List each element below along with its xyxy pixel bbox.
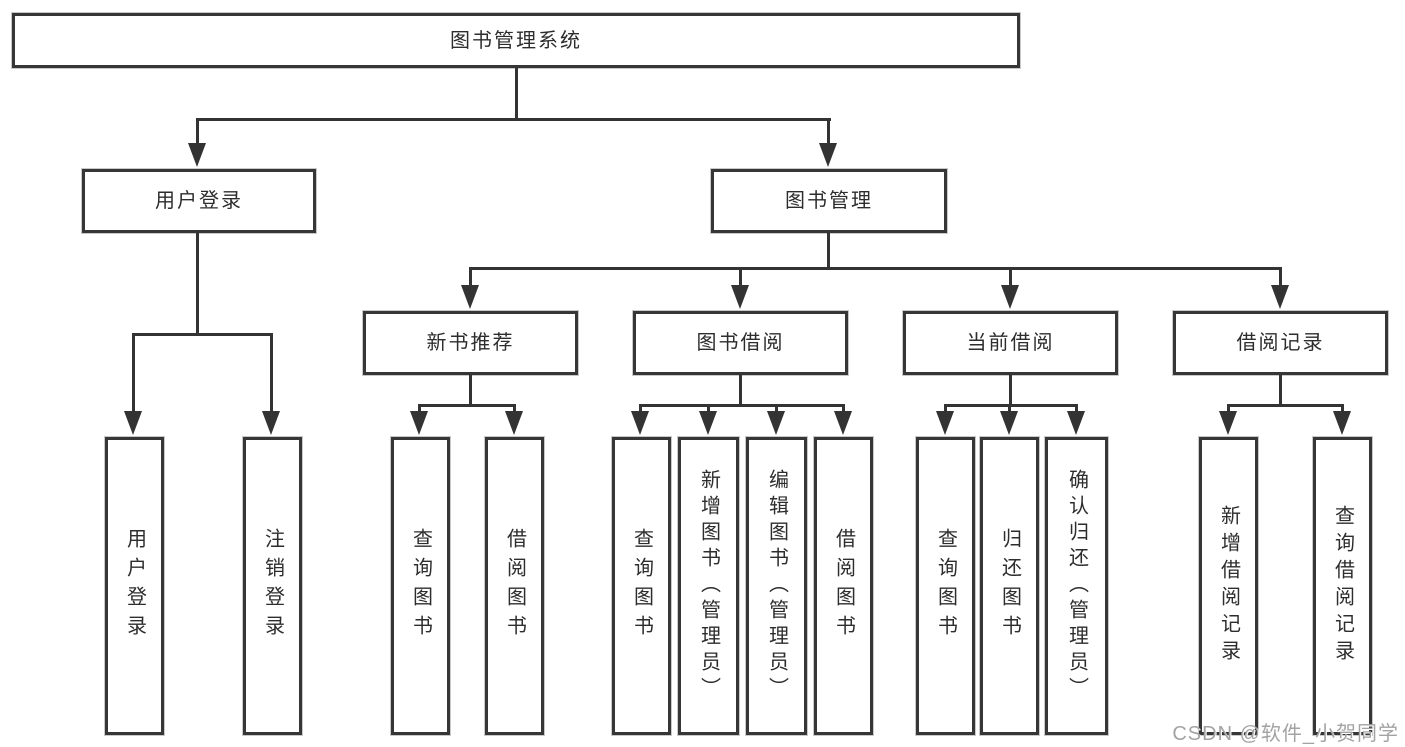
leaf-bb-borrow-book: 借阅图书 [814,437,873,735]
arrow-down-icon [1219,411,1237,435]
connector-drop-user-login [196,118,199,148]
connector-drop-login [132,333,135,413]
connector-drop [775,404,778,413]
csdn-watermark: CSDN @软件_小贺同学 [1172,723,1399,745]
leaf-bb-edit-book-admin-label: 编辑图书（管理员） [765,469,788,703]
leaf-bb-add-book-admin: 新增图书（管理员） [678,437,739,735]
connector-drop-logout [270,333,273,413]
arrow-down-icon [631,411,649,435]
leaf-rec-query-book: 查询图书 [391,437,450,735]
connector-drop-current-borrow [1009,267,1012,287]
connector-drop [944,404,947,413]
leaf-rec-borrow-book-label: 借阅图书 [503,528,526,644]
node-user-login-label: 用户登录 [155,190,243,212]
leaf-bb-add-book-admin-label: 新增图书（管理员） [697,469,720,703]
leaf-cb-return-book: 归还图书 [980,437,1039,735]
node-borrow-records: 借阅记录 [1173,311,1388,375]
arrow-down-icon [834,411,852,435]
connector-bb-crossbar [639,404,845,407]
leaf-cb-return-book-label: 归还图书 [998,528,1021,644]
connector-rec-crossbar [418,404,516,407]
leaf-logout-label: 注销登录 [261,528,284,644]
arrow-down-icon [731,285,749,309]
leaf-user-login-label: 用户登录 [123,528,146,644]
leaf-rec-borrow-book: 借阅图书 [485,437,544,735]
leaf-rec-query-book-label: 查询图书 [409,528,432,644]
connector-drop [418,404,421,413]
leaf-bb-borrow-book-label: 借阅图书 [832,528,855,644]
connector-book-mgmt-crossbar [469,267,1282,270]
connector-rec-stem [469,375,472,404]
connector-bb-stem [739,375,742,404]
node-current-borrowing-label: 当前借阅 [966,332,1055,354]
leaf-cb-confirm-return-admin: 确认归还（管理员） [1045,437,1108,735]
leaf-cb-query-book: 查询图书 [916,437,975,735]
connector-br-crossbar [1227,404,1343,407]
connector-user-login-crossbar [132,333,272,336]
leaf-br-add-record: 新增借阅记录 [1199,437,1258,735]
connector-book-mgmt-stem [827,233,830,267]
arrow-down-icon [767,411,785,435]
connector-drop [707,404,710,413]
connector-drop [842,404,845,413]
node-root-label: 图书管理系统 [450,29,582,52]
leaf-cb-confirm-return-admin-label: 确认归还（管理员） [1065,469,1088,703]
leaf-br-query-record: 查询借阅记录 [1313,437,1372,735]
arrow-down-icon [505,411,523,435]
leaf-logout: 注销登录 [243,437,302,735]
connector-root-crossbar [197,118,831,121]
arrow-down-icon [699,411,717,435]
arrow-down-icon [1000,411,1018,435]
leaf-bb-query-book: 查询图书 [612,437,671,735]
node-book-management-label: 图书管理 [785,190,873,212]
arrow-down-icon [262,411,280,435]
connector-cb-crossbar [944,404,1078,407]
leaf-br-query-record-label: 查询借阅记录 [1331,505,1354,667]
connector-drop [1227,404,1230,413]
node-new-book-recommend-label: 新书推荐 [426,332,515,354]
connector-drop [1008,404,1011,413]
node-borrow-records-label: 借阅记录 [1236,332,1325,354]
arrow-down-icon [410,411,428,435]
connector-drop [513,404,516,413]
connector-drop-book-mgmt [827,118,830,148]
connector-drop [1341,404,1344,413]
leaf-bb-edit-book-admin: 编辑图书（管理员） [746,437,807,735]
node-new-book-recommend: 新书推荐 [363,311,578,375]
connector-drop-book-borrow [739,267,742,287]
connector-user-login-stem [196,233,199,333]
leaf-cb-query-book-label: 查询图书 [934,528,957,644]
arrow-down-icon [1333,411,1351,435]
leaf-br-add-record-label: 新增借阅记录 [1217,505,1240,667]
arrow-down-icon [188,143,206,167]
node-book-borrowing-label: 图书借阅 [696,332,785,354]
node-book-borrowing: 图书借阅 [633,311,848,375]
arrow-down-icon [1067,411,1085,435]
arrow-down-icon [1271,285,1289,309]
leaf-user-login: 用户登录 [105,437,164,735]
connector-cb-stem [1009,375,1012,404]
connector-drop [639,404,642,413]
connector-br-stem [1279,375,1282,404]
connector-root-stem [515,68,518,118]
arrow-down-icon [819,143,837,167]
arrow-down-icon [461,285,479,309]
arrow-down-icon [1001,285,1019,309]
connector-drop-borrow-records [1279,267,1282,287]
connector-drop [1075,404,1078,413]
leaf-bb-query-book-label: 查询图书 [630,528,653,644]
node-book-management-branch: 图书管理 [711,169,947,233]
node-current-borrowing: 当前借阅 [903,311,1118,375]
arrow-down-icon [936,411,954,435]
node-user-login-branch: 用户登录 [82,169,316,233]
node-root-library-system: 图书管理系统 [12,13,1020,68]
connector-drop-new-book-rec [469,267,472,287]
arrow-down-icon [124,411,142,435]
